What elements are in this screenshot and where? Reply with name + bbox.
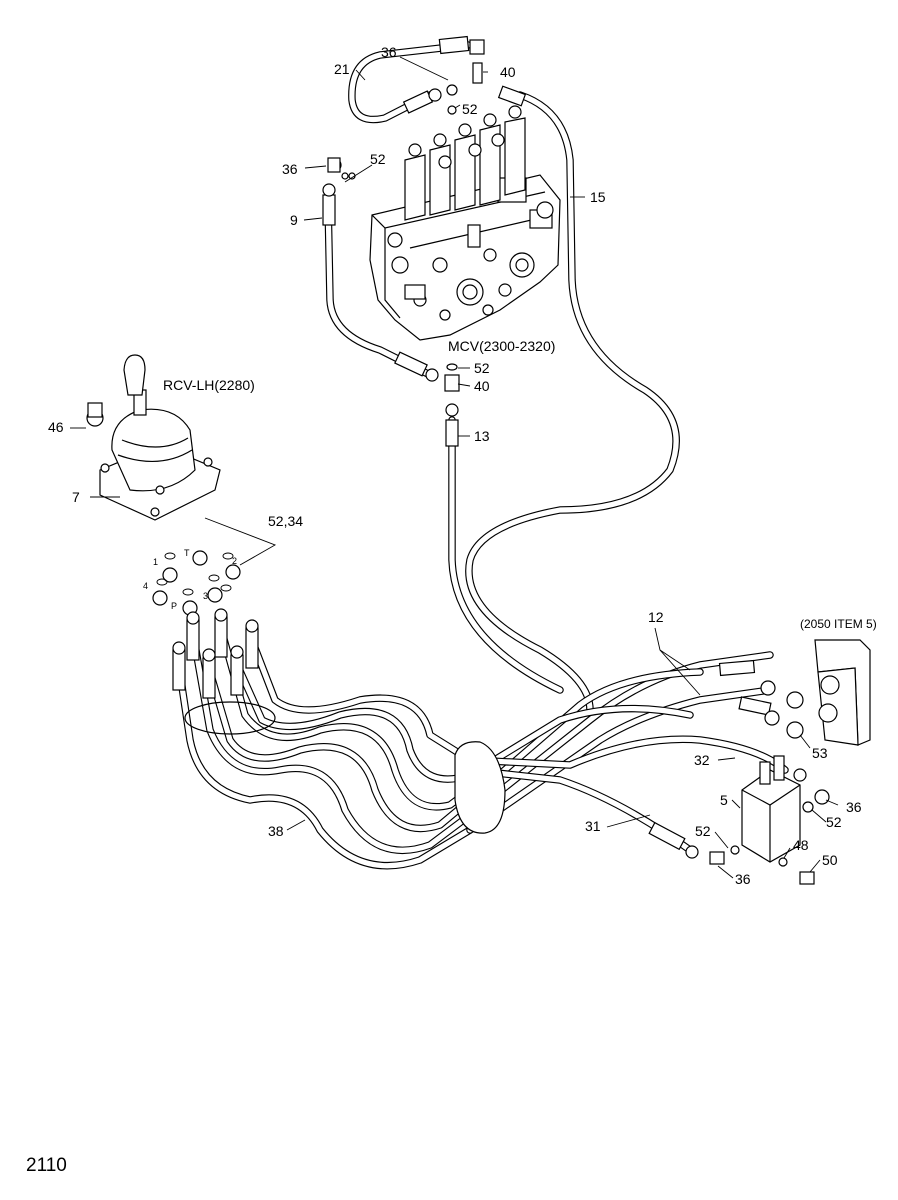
hose-32 [466,735,789,774]
hose-31 [466,766,699,859]
fitting-40-top [469,39,485,84]
callout-40-top: 40 [500,64,516,80]
port-label-4: 4 [143,581,148,591]
callout-36-right: 36 [846,799,862,815]
callout-38: 38 [268,823,284,839]
callout-46: 46 [48,419,64,435]
callout-32: 32 [694,752,710,768]
main-control-valve [369,105,561,341]
mounting-bracket [786,639,871,746]
callout-52-top: 52 [462,101,478,117]
port-label-2: 2 [232,556,237,566]
rcv-joystick [99,354,221,521]
callout-13: 13 [474,428,490,444]
callout-50: 50 [822,852,838,868]
bolt-46 [86,402,104,427]
callout-52-right: 52 [826,814,842,830]
callout-36-top: 36 [381,44,397,60]
label-bracket-ref: (2050 ITEM 5) [800,617,877,631]
callout-48: 48 [793,837,809,853]
callout-7: 7 [72,489,80,505]
hose-15 [465,85,680,714]
callout-15: 15 [590,189,606,205]
port-fittings [152,550,241,616]
callout-31: 31 [585,818,601,834]
callout-5: 5 [720,792,728,808]
callout-40-mid: 40 [474,378,490,394]
hose-clamp [454,741,506,834]
callout-52-mid: 52 [474,360,490,376]
port-label-1: 1 [153,557,158,567]
callout-21: 21 [334,61,350,77]
callout-52-left: 52 [370,151,386,167]
leader-lines [70,56,839,879]
label-rcv: RCV-LH(2280) [163,377,255,393]
port-label-p: P [171,601,177,611]
callout-36-bottom: 36 [735,871,751,887]
labels: MCV(2300-2320) RCV-LH(2280) (2050 ITEM 5… [48,44,877,887]
port-label-t: T [184,548,190,558]
callout-53: 53 [812,745,828,761]
top-small-fittings [327,84,458,371]
callout-12: 12 [648,609,664,625]
hose-13 [445,416,564,694]
hose-bundle-38 [172,608,474,870]
port-label-3: 3 [203,591,208,601]
label-mcv: MCV(2300-2320) [448,338,555,354]
valve-block [709,755,830,885]
page-number: 2110 [26,1155,67,1176]
hose-9 [322,183,439,382]
callout-52-34: 52,34 [268,513,303,529]
callout-9: 9 [290,212,298,228]
callout-52-bottom: 52 [695,823,711,839]
fitting-40-bottom [444,374,460,417]
callout-36-left: 36 [282,161,298,177]
hose-21 [348,35,472,124]
